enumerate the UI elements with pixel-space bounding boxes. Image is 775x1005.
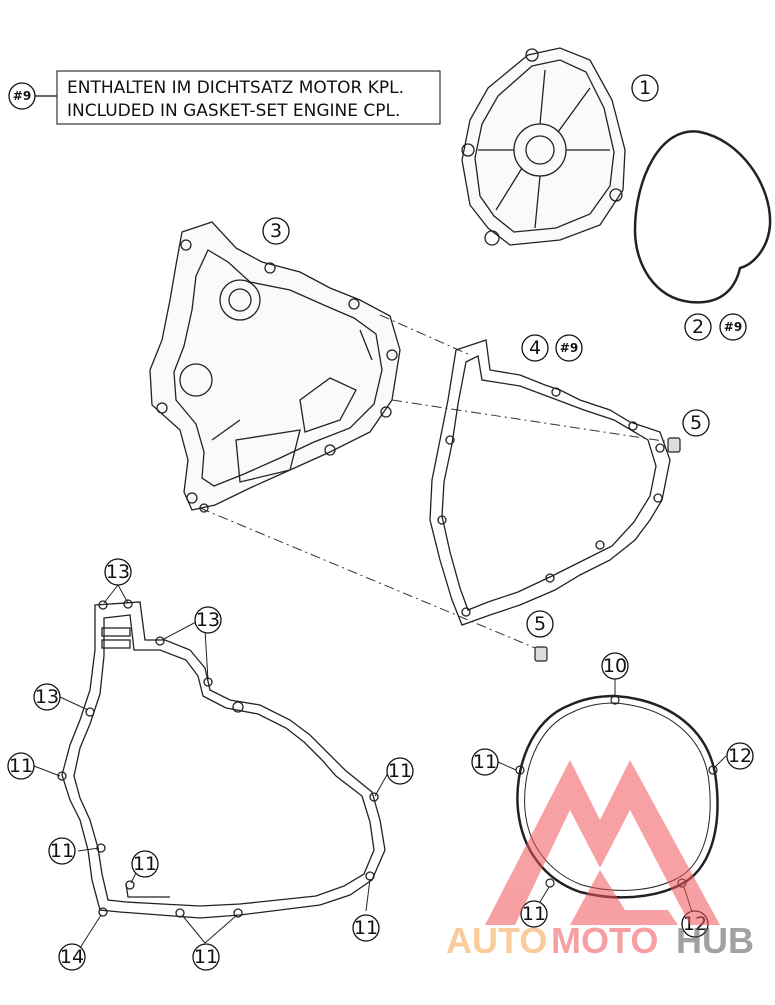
callout-4: 4 #9 bbox=[521, 334, 583, 362]
svg-text:10: 10 bbox=[603, 655, 627, 677]
svg-text:11: 11 bbox=[354, 917, 378, 939]
svg-text:#9: #9 bbox=[724, 320, 742, 334]
callout-11-a: 11 bbox=[7, 752, 35, 780]
note-tag: #9 bbox=[13, 89, 31, 103]
svg-text:4: 4 bbox=[529, 337, 541, 359]
svg-text:11: 11 bbox=[133, 853, 157, 875]
svg-text:11: 11 bbox=[522, 903, 546, 925]
svg-text:12: 12 bbox=[728, 745, 752, 767]
watermark-hub: HUB bbox=[676, 920, 754, 961]
callout-13-left: 13 bbox=[33, 683, 61, 711]
clutch-cover-part bbox=[461, 47, 626, 246]
svg-text:13: 13 bbox=[35, 686, 59, 708]
svg-text:3: 3 bbox=[270, 220, 282, 242]
callout-11-h: 11 bbox=[520, 900, 548, 928]
callout-13-top: 13 bbox=[104, 558, 132, 586]
svg-text:11: 11 bbox=[50, 840, 74, 862]
callout-11-b: 11 bbox=[48, 837, 76, 865]
dowel-pin-upper bbox=[667, 437, 681, 453]
callout-14: 14 bbox=[58, 943, 86, 971]
svg-text:11: 11 bbox=[388, 760, 412, 782]
svg-text:5: 5 bbox=[534, 613, 546, 635]
svg-text:13: 13 bbox=[106, 561, 130, 583]
svg-text:2: 2 bbox=[692, 316, 704, 338]
automotohub-watermark: AUTO MOTO HUB bbox=[446, 760, 754, 961]
cover-gasket-part bbox=[429, 339, 671, 626]
svg-text:11: 11 bbox=[194, 946, 218, 968]
svg-text:#9: #9 bbox=[560, 341, 578, 355]
callout-5-lower: 5 bbox=[526, 610, 554, 638]
svg-text:14: 14 bbox=[60, 946, 84, 968]
svg-text:11: 11 bbox=[9, 755, 33, 777]
lower-gasket-part bbox=[57, 599, 386, 919]
watermark-moto: MOTO bbox=[551, 920, 658, 961]
callout-11-d: 11 bbox=[386, 757, 414, 785]
o-ring-gasket-part bbox=[633, 130, 772, 304]
gasket-set-note: #9 ENTHALTEN IM DICHTSATZ MOTOR KPL. INC… bbox=[8, 70, 441, 125]
callout-11-c: 11 bbox=[131, 850, 159, 878]
callout-13-right: 13 bbox=[194, 606, 222, 634]
callout-10: 10 bbox=[601, 652, 629, 680]
callout-11-g: 11 bbox=[471, 748, 499, 776]
callout-11-e: 11 bbox=[352, 914, 380, 942]
svg-text:5: 5 bbox=[690, 412, 702, 434]
svg-text:13: 13 bbox=[196, 609, 220, 631]
callout-12-a: 12 bbox=[726, 742, 754, 770]
callout-2: 2 #9 bbox=[684, 313, 747, 341]
dowel-pin-lower bbox=[534, 646, 548, 662]
watermark-logo-mark bbox=[485, 760, 720, 925]
callout-11-f: 11 bbox=[192, 943, 220, 971]
callout-5-upper: 5 bbox=[682, 409, 710, 437]
watermark-auto: AUTO bbox=[446, 920, 547, 961]
note-line-2: INCLUDED IN GASKET-SET ENGINE CPL. bbox=[67, 101, 400, 121]
callout-3: 3 bbox=[262, 217, 290, 245]
svg-text:11: 11 bbox=[473, 751, 497, 773]
callout-1: 1 bbox=[631, 74, 659, 102]
leader-lines-left bbox=[33, 584, 389, 949]
note-line-1: ENTHALTEN IM DICHTSATZ MOTOR KPL. bbox=[67, 78, 404, 98]
note-box bbox=[56, 70, 441, 125]
alternator-cover-part bbox=[149, 221, 401, 513]
svg-text:1: 1 bbox=[639, 77, 651, 99]
alignment-lines bbox=[199, 314, 671, 651]
